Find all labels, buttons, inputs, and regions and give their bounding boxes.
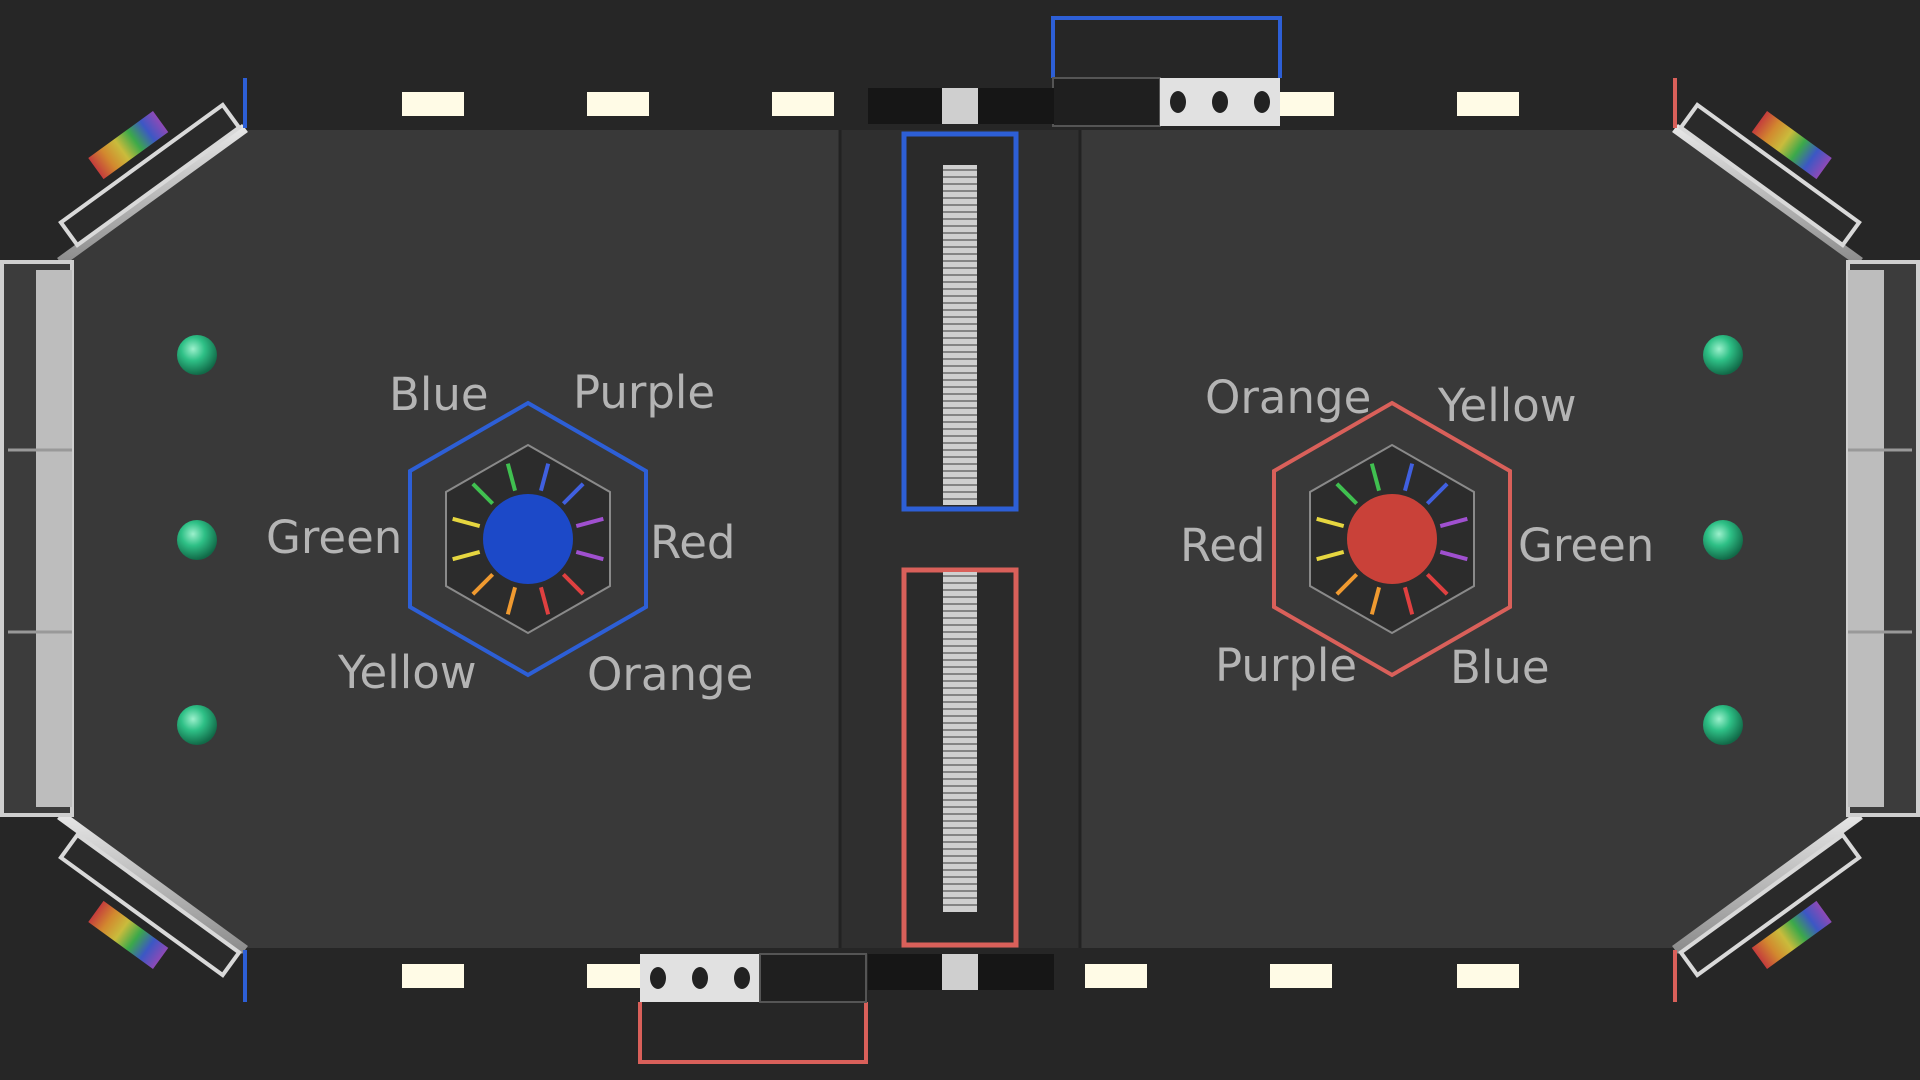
red-hub-label-green: Green — [1518, 519, 1654, 572]
blue-hub-label-orange: Orange — [587, 648, 753, 701]
hub-spoke — [452, 550, 481, 562]
blue-hub-center — [483, 494, 573, 584]
hub-spoke — [505, 586, 517, 615]
blue-hub-label-purple: Purple — [573, 366, 715, 419]
sphere-icon — [1703, 520, 1743, 560]
sphere-icon — [177, 335, 217, 375]
hub-spoke — [539, 586, 551, 615]
red-hub-label-purple: Purple — [1215, 639, 1357, 692]
right-side-wall — [1846, 260, 1920, 817]
sphere-icon — [1703, 335, 1743, 375]
hub-spoke — [1335, 482, 1359, 506]
corner-rack-top-right — [1678, 102, 1862, 248]
blue-conveyor — [901, 131, 1019, 512]
hub-spoke — [1425, 572, 1449, 596]
hub-spoke — [1439, 516, 1468, 528]
hub-spoke — [561, 572, 585, 596]
hub-spoke — [1335, 572, 1359, 596]
perimeter-wall — [57, 123, 1863, 955]
hub-spoke — [1425, 482, 1449, 506]
hub-spoke — [1369, 463, 1381, 492]
hub-spoke — [1403, 463, 1415, 492]
hub-spoke — [575, 516, 604, 528]
blue-hub-label-red: Red — [650, 516, 736, 569]
top-light-panels — [402, 92, 1519, 116]
hub-spoke — [1316, 516, 1345, 528]
red-alliance-station — [638, 953, 868, 1064]
blue-alliance-station — [1051, 16, 1282, 127]
hub-spoke — [1369, 586, 1381, 615]
red-hub-center — [1347, 494, 1437, 584]
center-gates — [868, 88, 1054, 990]
scoring-balls-right — [1703, 335, 1743, 745]
blue-hub-label-blue: Blue — [389, 368, 489, 421]
bottom-light-panels — [402, 964, 1519, 988]
red-hub-label-yellow: Yellow — [1437, 379, 1577, 432]
hub-spoke — [452, 516, 481, 528]
red-hub: Orange Yellow Red Green Purple Blue — [1180, 371, 1654, 694]
hub-spoke — [561, 482, 585, 506]
blue-hub-label-green: Green — [266, 511, 402, 564]
red-hub-label-blue: Blue — [1450, 641, 1550, 694]
blue-hub: Blue Purple Green Red Yellow Orange — [266, 366, 753, 701]
red-hub-outline — [1272, 400, 1512, 678]
hub-spoke — [471, 482, 495, 506]
hub-spoke — [1439, 550, 1468, 562]
hub-spoke — [575, 550, 604, 562]
hub-spoke — [1316, 550, 1345, 562]
hub-spoke — [505, 463, 517, 492]
red-conveyor — [901, 567, 1019, 948]
scoring-balls-left — [177, 335, 217, 745]
sphere-icon — [177, 705, 217, 745]
corner-rack-top-left — [58, 102, 242, 248]
blue-hub-label-yellow: Yellow — [337, 646, 477, 699]
sphere-icon — [1703, 705, 1743, 745]
red-hub-label-orange: Orange — [1205, 371, 1371, 424]
corner-rack-bottom-left — [58, 832, 242, 978]
corner-rack-bottom-right — [1678, 832, 1862, 978]
sphere-icon — [177, 520, 217, 560]
hub-spoke — [1403, 586, 1415, 615]
blue-hub-outline — [408, 400, 648, 678]
left-side-wall — [0, 260, 74, 817]
red-hub-label-red: Red — [1180, 519, 1266, 572]
hub-spoke — [539, 463, 551, 492]
hub-spoke — [471, 572, 495, 596]
